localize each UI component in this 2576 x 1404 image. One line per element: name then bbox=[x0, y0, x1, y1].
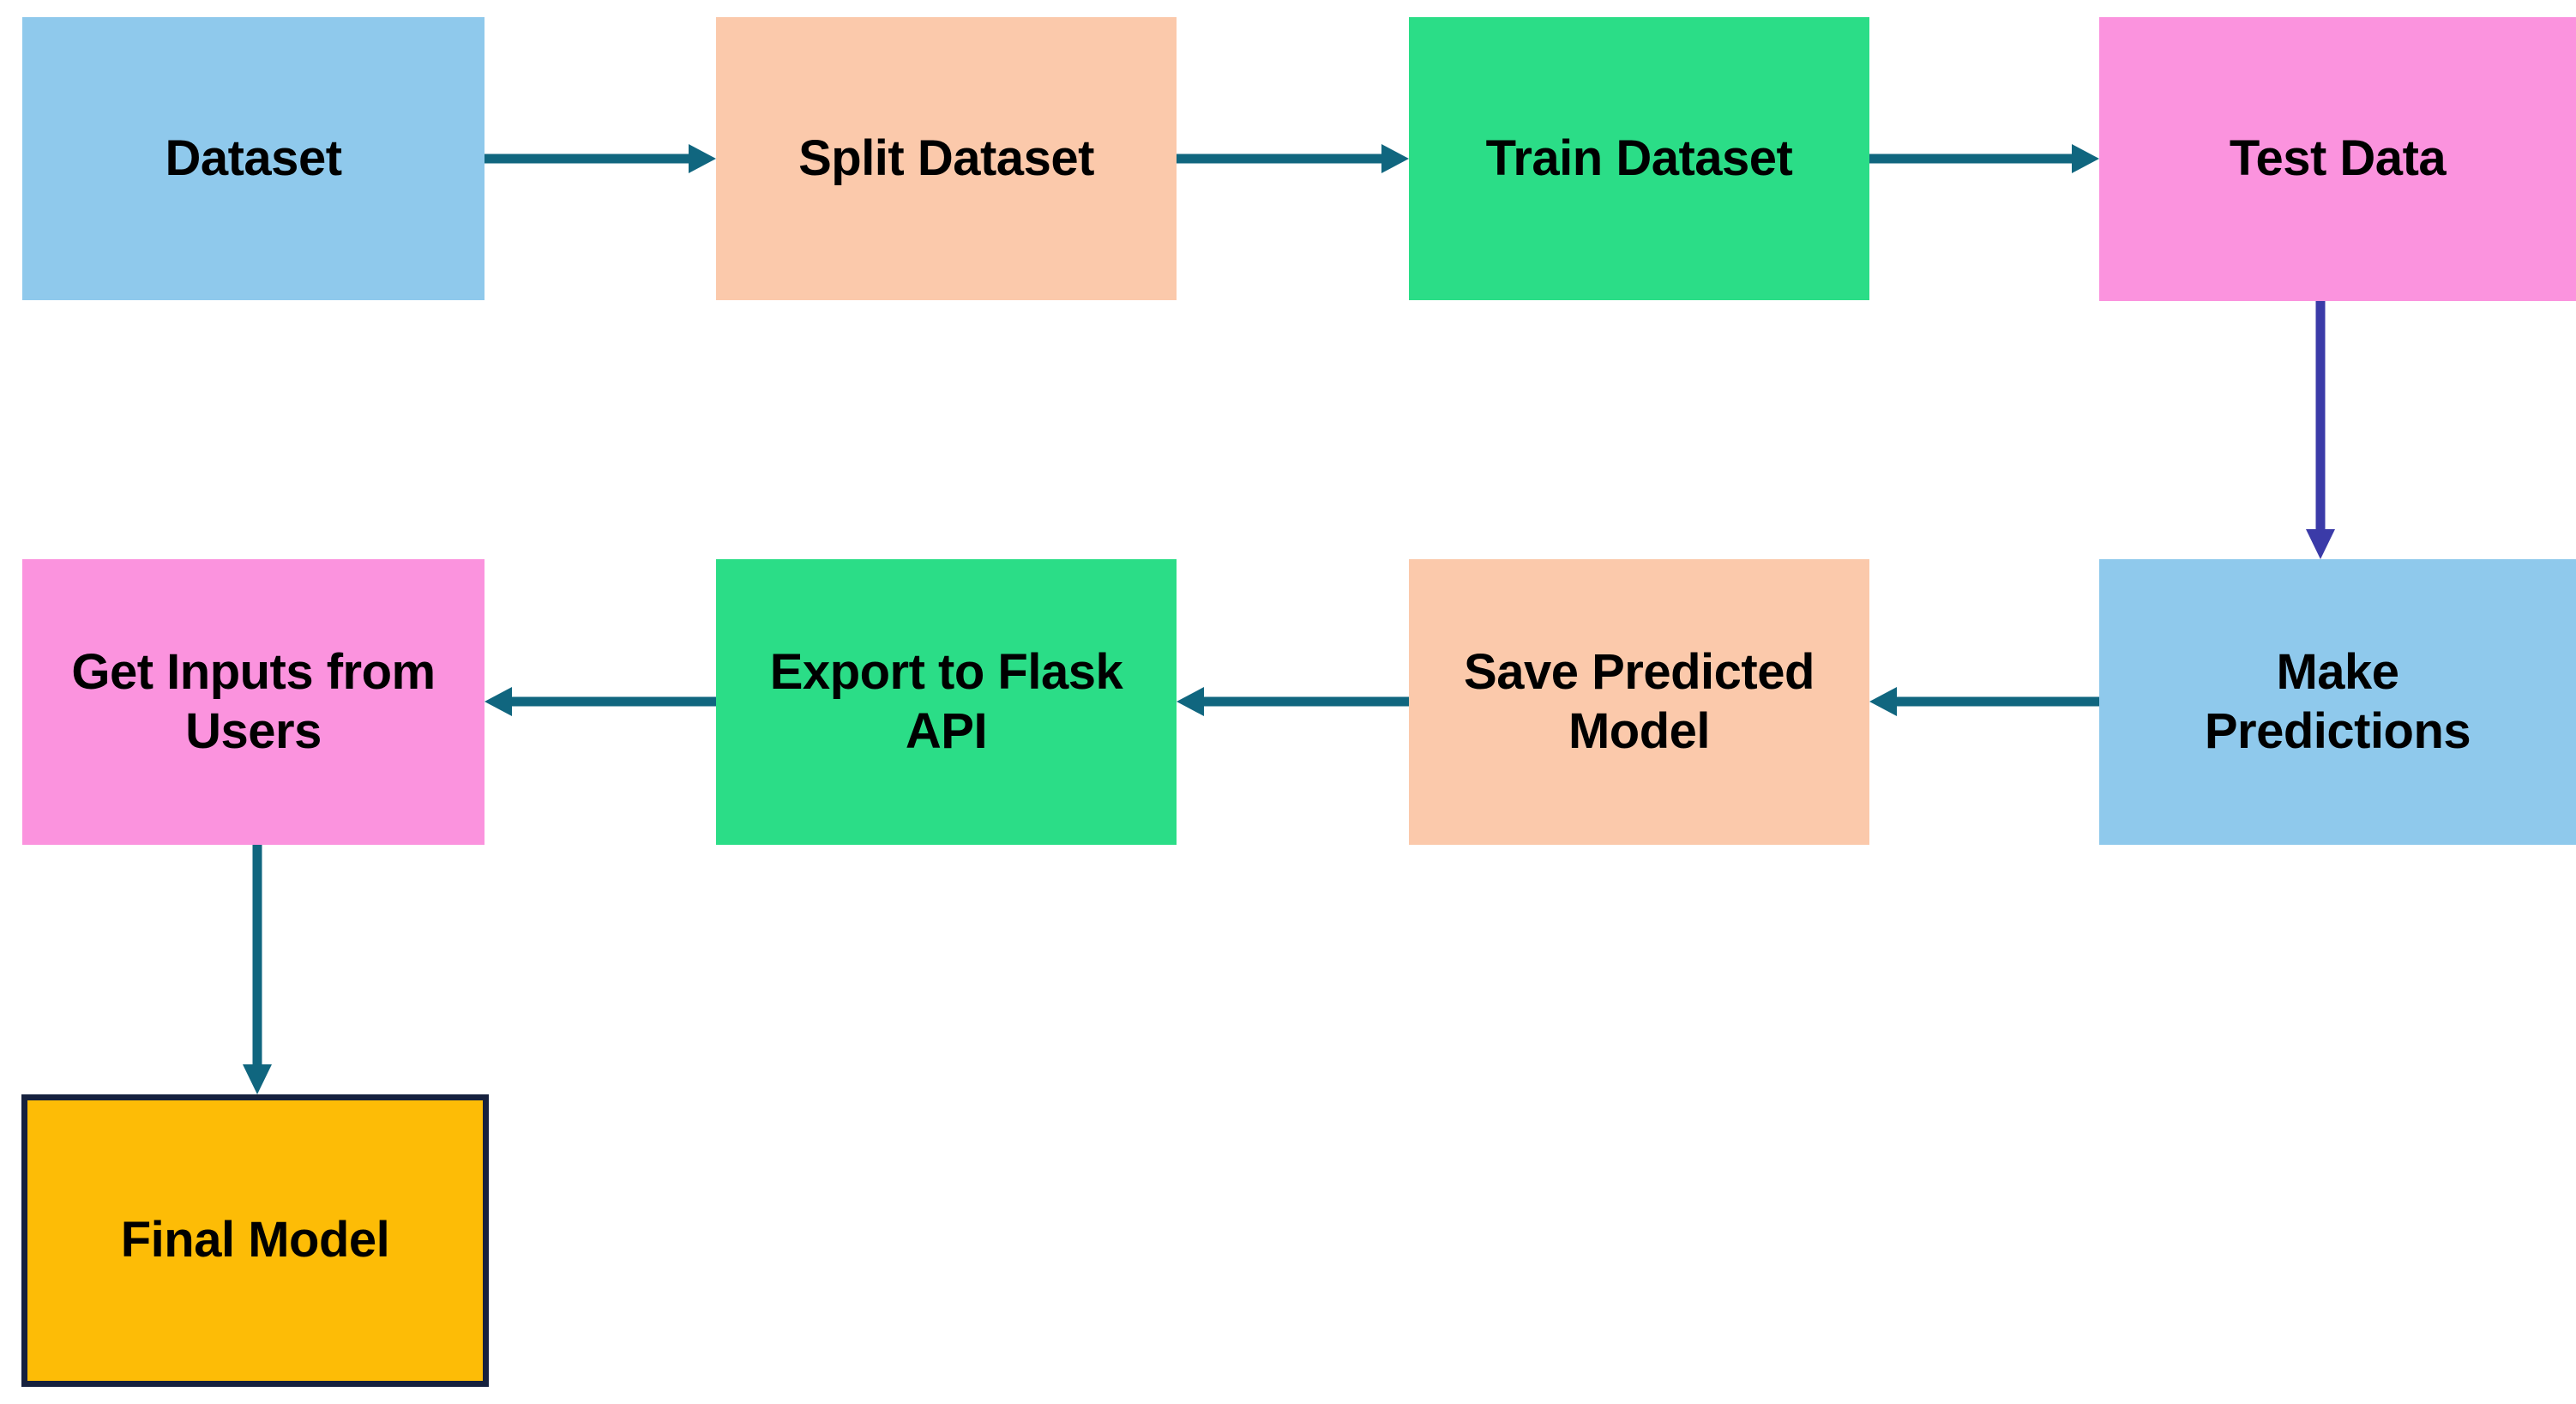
node-export-to-flask-api[interactable]: Export to Flask API bbox=[716, 559, 1177, 845]
edge-dataset-to-split-dataset bbox=[485, 142, 716, 176]
node-split-dataset-label: Split Dataset bbox=[798, 130, 1094, 186]
node-make-predictions[interactable]: Make Predictions bbox=[2099, 559, 2576, 845]
node-dataset[interactable]: Dataset bbox=[22, 17, 485, 300]
edge-get-inputs-to-final-model bbox=[240, 845, 274, 1094]
node-split-dataset[interactable]: Split Dataset bbox=[716, 17, 1177, 300]
node-final-model[interactable]: Final Model bbox=[21, 1094, 489, 1387]
node-save-predicted-model-label: Save Predicted Model bbox=[1464, 644, 1815, 759]
node-train-dataset[interactable]: Train Dataset bbox=[1409, 17, 1869, 300]
edge-make-predictions-to-save-model bbox=[1869, 684, 2099, 719]
node-export-to-flask-api-label: Export to Flask API bbox=[769, 644, 1123, 759]
edge-test-data-to-make-predictions bbox=[2303, 301, 2338, 559]
node-test-data-label: Test Data bbox=[2229, 130, 2447, 187]
edge-train-dataset-to-test-data bbox=[1869, 142, 2099, 176]
node-get-inputs-from-users[interactable]: Get Inputs from Users bbox=[22, 559, 485, 845]
node-test-data[interactable]: Test Data bbox=[2099, 17, 2576, 301]
node-dataset-label: Dataset bbox=[165, 130, 342, 186]
node-get-inputs-from-users-label: Get Inputs from Users bbox=[71, 644, 436, 759]
edge-split-dataset-to-train-dataset bbox=[1177, 142, 1409, 176]
edge-export-flask-to-get-inputs bbox=[485, 684, 716, 719]
node-train-dataset-label: Train Dataset bbox=[1485, 130, 1793, 186]
edge-save-model-to-export-flask bbox=[1177, 684, 1409, 719]
node-final-model-label: Final Model bbox=[120, 1212, 390, 1268]
node-save-predicted-model[interactable]: Save Predicted Model bbox=[1409, 559, 1869, 845]
node-make-predictions-label: Make Predictions bbox=[2204, 644, 2471, 759]
